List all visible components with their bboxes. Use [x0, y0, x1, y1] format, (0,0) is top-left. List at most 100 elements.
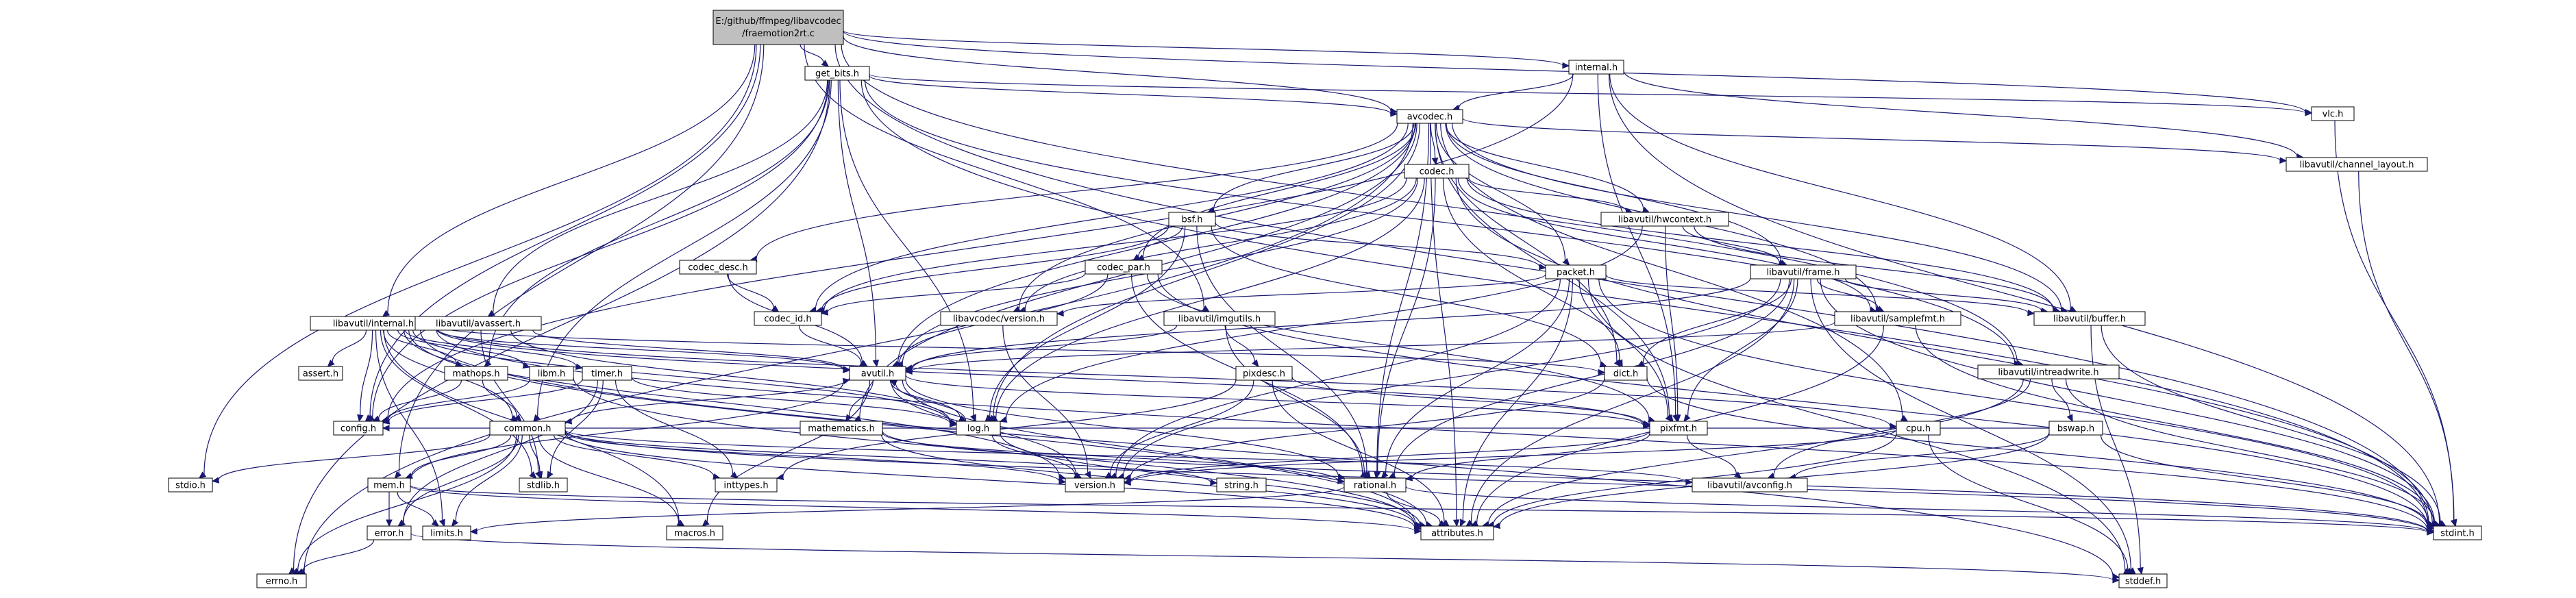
- node-limits[interactable]: limits.h: [422, 525, 471, 540]
- node-root[interactable]: E:/github/ffmpeg/libavcodec/fraemotion2r…: [713, 10, 844, 45]
- node-box[interactable]: [489, 421, 566, 436]
- node-box[interactable]: [849, 366, 906, 381]
- node-box[interactable]: [1600, 212, 1729, 227]
- node-stdint[interactable]: stdint.h: [2433, 525, 2482, 540]
- node-pixfmt[interactable]: pixfmt.h: [1649, 421, 1708, 436]
- node-log[interactable]: log.h: [956, 421, 1001, 436]
- node-samplefmt[interactable]: libavutil/samplefmt.h: [1834, 311, 1961, 326]
- node-lavc_version[interactable]: libavcodec/version.h: [940, 311, 1058, 326]
- node-error[interactable]: error.h: [367, 525, 412, 540]
- node-box[interactable]: [2048, 421, 2103, 436]
- node-codec_id[interactable]: codec_id.h: [754, 311, 822, 326]
- node-stdlib[interactable]: stdlib.h: [519, 477, 568, 493]
- node-box[interactable]: [529, 366, 574, 381]
- node-timer[interactable]: timer.h: [582, 366, 632, 381]
- node-mathops[interactable]: mathops.h: [444, 366, 508, 381]
- node-box[interactable]: [582, 366, 632, 381]
- node-box[interactable]: [713, 10, 844, 45]
- node-mathematics[interactable]: mathematics.h: [800, 421, 883, 436]
- node-box[interactable]: [1649, 421, 1708, 436]
- node-mem[interactable]: mem.h: [367, 477, 411, 493]
- node-box[interactable]: [1404, 164, 1470, 179]
- node-hwcontext[interactable]: libavutil/hwcontext.h: [1600, 212, 1729, 227]
- node-vlc[interactable]: vlc.h: [2311, 106, 2355, 121]
- node-box[interactable]: [800, 421, 883, 436]
- node-codec[interactable]: codec.h: [1404, 164, 1470, 179]
- node-box[interactable]: [1834, 311, 1961, 326]
- node-string[interactable]: string.h: [1216, 477, 1267, 493]
- node-internal[interactable]: internal.h: [1568, 60, 1624, 75]
- node-bsf[interactable]: bsf.h: [1168, 212, 1216, 227]
- node-box[interactable]: [1065, 477, 1125, 493]
- node-frame[interactable]: libavutil/frame.h: [1750, 264, 1857, 279]
- node-avutil[interactable]: avutil.h: [849, 366, 906, 381]
- node-avassert[interactable]: libavutil/avassert.h: [414, 316, 542, 331]
- node-box[interactable]: [2118, 573, 2168, 588]
- node-box[interactable]: [333, 421, 384, 436]
- node-box[interactable]: [1163, 311, 1276, 326]
- node-buffer[interactable]: libavutil/buffer.h: [2033, 311, 2146, 326]
- node-box[interactable]: [1977, 364, 2120, 379]
- node-config[interactable]: config.h: [333, 421, 384, 436]
- node-box[interactable]: [1545, 264, 1607, 279]
- node-box[interactable]: [715, 477, 778, 493]
- node-box[interactable]: [1692, 477, 1808, 493]
- node-stdio[interactable]: stdio.h: [168, 477, 213, 493]
- node-rational[interactable]: rational.h: [1343, 477, 1407, 493]
- node-box[interactable]: [679, 260, 757, 275]
- node-codec_desc[interactable]: codec_desc.h: [679, 260, 757, 275]
- node-box[interactable]: [1343, 477, 1407, 493]
- node-box[interactable]: [1896, 421, 1941, 436]
- node-pixdesc[interactable]: pixdesc.h: [1235, 366, 1293, 381]
- node-box[interactable]: [666, 525, 723, 540]
- node-inttypes[interactable]: inttypes.h: [715, 477, 778, 493]
- edge-line: [1468, 177, 1627, 212]
- node-stddef[interactable]: stddef.h: [2118, 573, 2168, 588]
- node-box[interactable]: [1396, 109, 1463, 124]
- edge-line: [1470, 278, 1795, 523]
- node-box[interactable]: [2033, 311, 2146, 326]
- node-box[interactable]: [367, 477, 411, 493]
- node-box[interactable]: [256, 573, 307, 588]
- node-avcodec[interactable]: avcodec.h: [1396, 109, 1463, 124]
- node-errno[interactable]: errno.h: [256, 573, 307, 588]
- node-box[interactable]: [1420, 525, 1494, 540]
- node-box[interactable]: [956, 421, 1001, 436]
- node-box[interactable]: [298, 366, 343, 381]
- node-attributes[interactable]: attributes.h: [1420, 525, 1494, 540]
- node-box[interactable]: [1235, 366, 1293, 381]
- node-box[interactable]: [2286, 157, 2428, 172]
- node-box[interactable]: [1604, 366, 1648, 381]
- node-box[interactable]: [1750, 264, 1857, 279]
- node-box[interactable]: [2433, 525, 2482, 540]
- node-version[interactable]: version.h: [1065, 477, 1125, 493]
- node-box[interactable]: [444, 366, 508, 381]
- node-box[interactable]: [367, 525, 412, 540]
- node-imgutils[interactable]: libavutil/imgutils.h: [1163, 311, 1276, 326]
- node-avconfig[interactable]: libavutil/avconfig.h: [1692, 477, 1808, 493]
- node-box[interactable]: [1216, 477, 1267, 493]
- node-dict[interactable]: dict.h: [1604, 366, 1648, 381]
- node-box[interactable]: [754, 311, 822, 326]
- node-get_bits[interactable]: get_bits.h: [804, 66, 870, 81]
- node-libm[interactable]: libm.h: [529, 366, 574, 381]
- node-box[interactable]: [804, 66, 870, 81]
- node-box[interactable]: [1168, 212, 1216, 227]
- node-box[interactable]: [414, 316, 542, 331]
- node-box[interactable]: [168, 477, 213, 493]
- node-cpu[interactable]: cpu.h: [1896, 421, 1941, 436]
- node-common[interactable]: common.h: [489, 421, 566, 436]
- node-box[interactable]: [519, 477, 568, 493]
- node-box[interactable]: [1568, 60, 1624, 75]
- node-box[interactable]: [422, 525, 471, 540]
- node-chlayout[interactable]: libavutil/channel_layout.h: [2286, 157, 2428, 172]
- node-box[interactable]: [940, 311, 1058, 326]
- node-intreadwrite[interactable]: libavutil/intreadwrite.h: [1977, 364, 2120, 379]
- node-macros[interactable]: macros.h: [666, 525, 723, 540]
- node-bswap[interactable]: bswap.h: [2048, 421, 2103, 436]
- node-assert[interactable]: assert.h: [298, 366, 343, 381]
- node-packet[interactable]: packet.h: [1545, 264, 1607, 279]
- node-box[interactable]: [2311, 106, 2355, 121]
- node-codec_par[interactable]: codec_par.h: [1085, 260, 1163, 275]
- node-box[interactable]: [1085, 260, 1163, 275]
